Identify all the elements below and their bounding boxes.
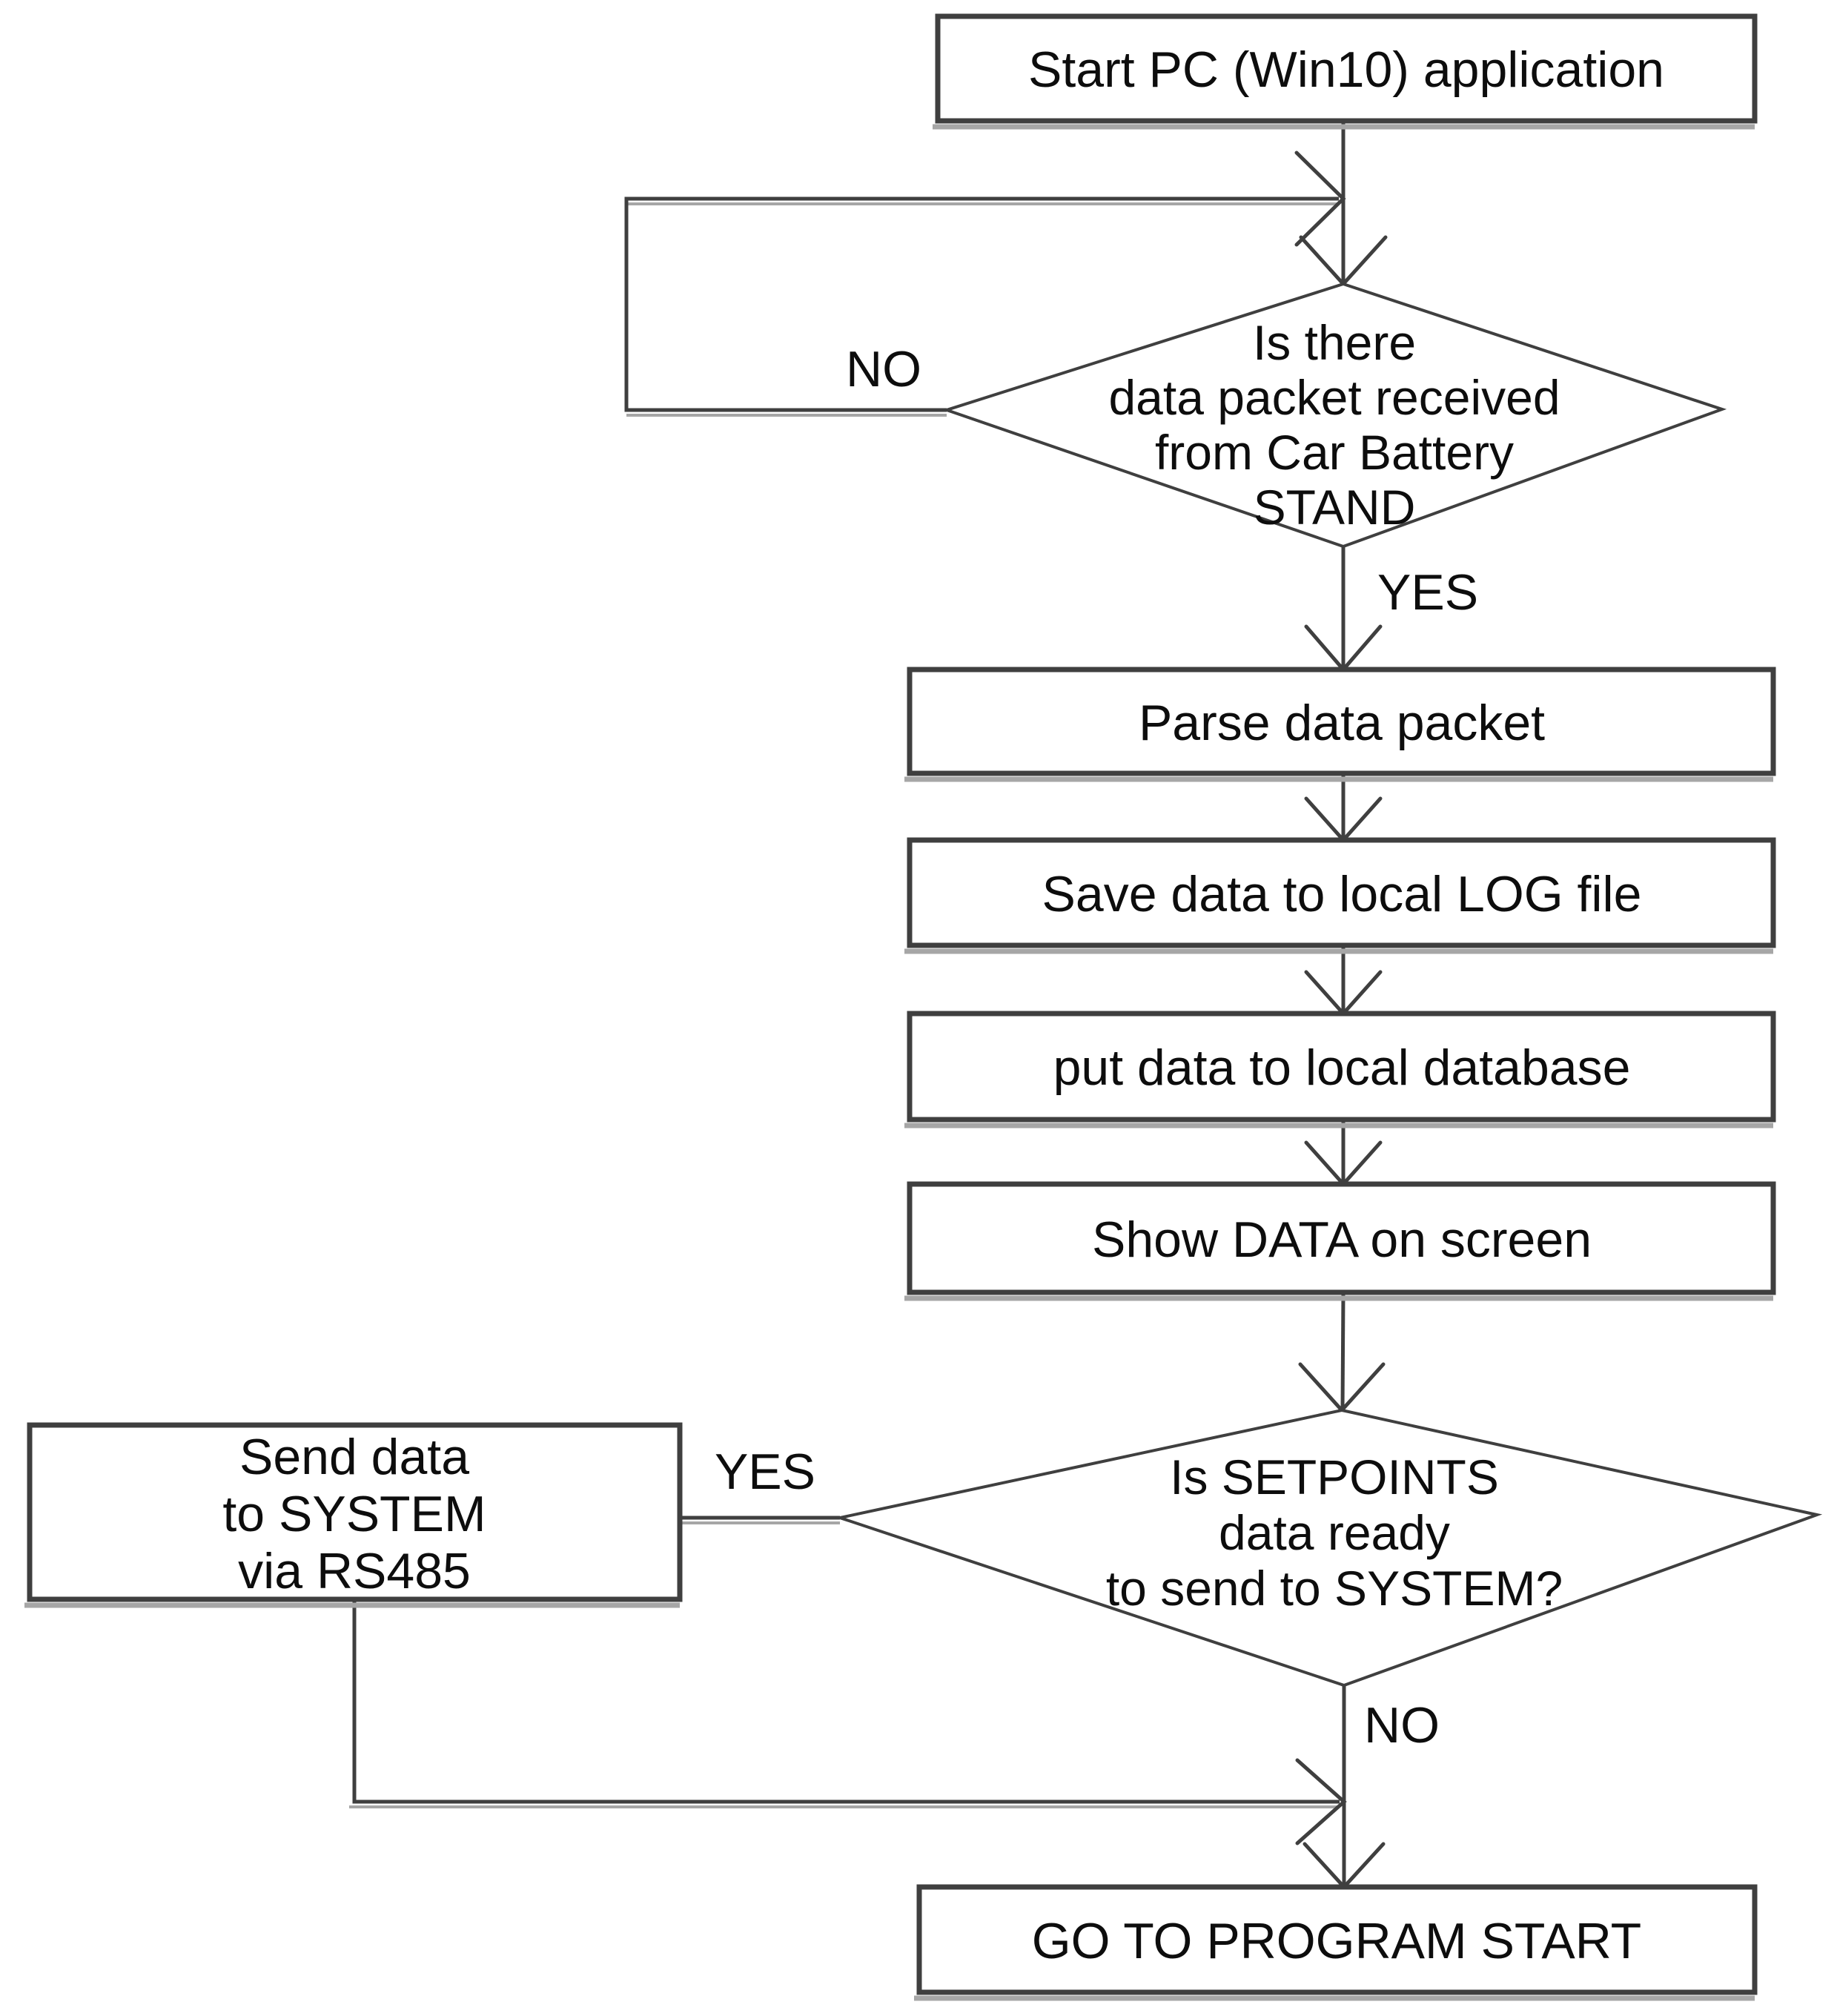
node-goto-start-label: GO TO PROGRAM START (1032, 1913, 1641, 1969)
node-put-db-label: put data to local database (1053, 1040, 1631, 1096)
node-show-data: Show DATA on screen (904, 1181, 1776, 1301)
node-send-rs485-line-3: via RS485 (238, 1543, 471, 1599)
edge-packet-no-loop (624, 196, 1339, 412)
node-send-rs485-line-2: to SYSTEM (222, 1486, 486, 1542)
node-send-rs485: Send data to SYSTEM via RS485 (24, 1422, 683, 1608)
edge-label-setpoints-yes: YES (715, 1444, 815, 1500)
node-send-rs485-box (27, 1422, 683, 1602)
node-parse-label: Parse data packet (1139, 695, 1545, 751)
decision-packet-line-1: Is there (1253, 315, 1416, 370)
node-save-log: Save data to local LOG file (904, 837, 1776, 954)
node-goto-start-box (916, 1884, 1758, 1995)
edge-send-return (352, 1599, 1340, 1804)
node-put-db-box (907, 1011, 1776, 1123)
decision-packet-line-4: STAND (1254, 480, 1416, 535)
node-decision-packet: Is there data packet received from Car B… (941, 282, 1727, 549)
decision-setpoints-line-1: Is SETPOINTS (1170, 1450, 1499, 1504)
decision-packet-line-2: data packet received (1108, 370, 1560, 425)
node-send-rs485-line-1: Send data (239, 1429, 469, 1485)
node-show-data-label: Show DATA on screen (1092, 1212, 1592, 1268)
node-start-label: Start PC (Win10) application (1028, 42, 1664, 98)
node-parse-box (907, 667, 1776, 776)
node-start: Start PC (Win10) application (933, 13, 1758, 130)
node-decision-packet-diamond (941, 282, 1727, 549)
node-start-box (935, 13, 1758, 124)
node-put-db: put data to local database (904, 1011, 1776, 1128)
node-show-data-box (907, 1181, 1776, 1295)
edge-label-packet-no: NO (846, 341, 921, 397)
decision-setpoints-line-2: data ready (1219, 1505, 1450, 1560)
edge-label-setpoints-no: NO (1364, 1697, 1440, 1754)
node-decision-setpoints: Is SETPOINTS data ready to send to SYSTE… (834, 1408, 1823, 1688)
edge-label-packet-yes: YES (1377, 564, 1478, 621)
node-save-log-box (907, 837, 1776, 948)
node-save-log-label: Save data to local LOG file (1042, 866, 1642, 922)
decision-setpoints-line-3: to send to SYSTEM? (1106, 1561, 1563, 1616)
decision-packet-line-3: from Car Battery (1155, 425, 1514, 480)
arrowhead-loop-into-main-line (1294, 151, 1346, 247)
node-decision-setpoints-diamond (834, 1408, 1823, 1688)
node-parse: Parse data packet (904, 667, 1776, 782)
node-goto-start: GO TO PROGRAM START (914, 1884, 1758, 2001)
